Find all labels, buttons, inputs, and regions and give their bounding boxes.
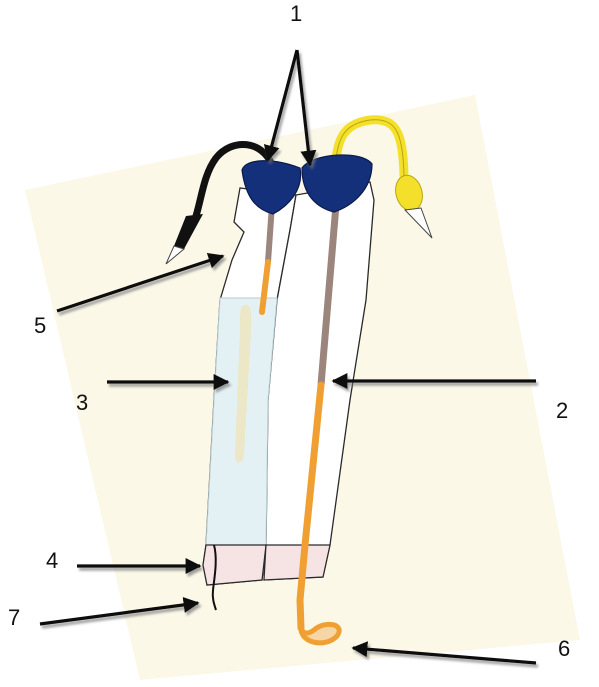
callout-label-5: 5	[34, 315, 46, 337]
callout-label-7: 7	[8, 607, 20, 629]
callout-label-2: 2	[556, 400, 568, 422]
callout-label-6: 6	[558, 638, 570, 660]
bottom-band-left	[203, 545, 266, 585]
callout-label-3: 3	[76, 392, 88, 414]
bottom-band-right	[264, 545, 330, 580]
callout-label-4: 4	[46, 550, 58, 572]
callout-label-1: 1	[290, 3, 302, 25]
